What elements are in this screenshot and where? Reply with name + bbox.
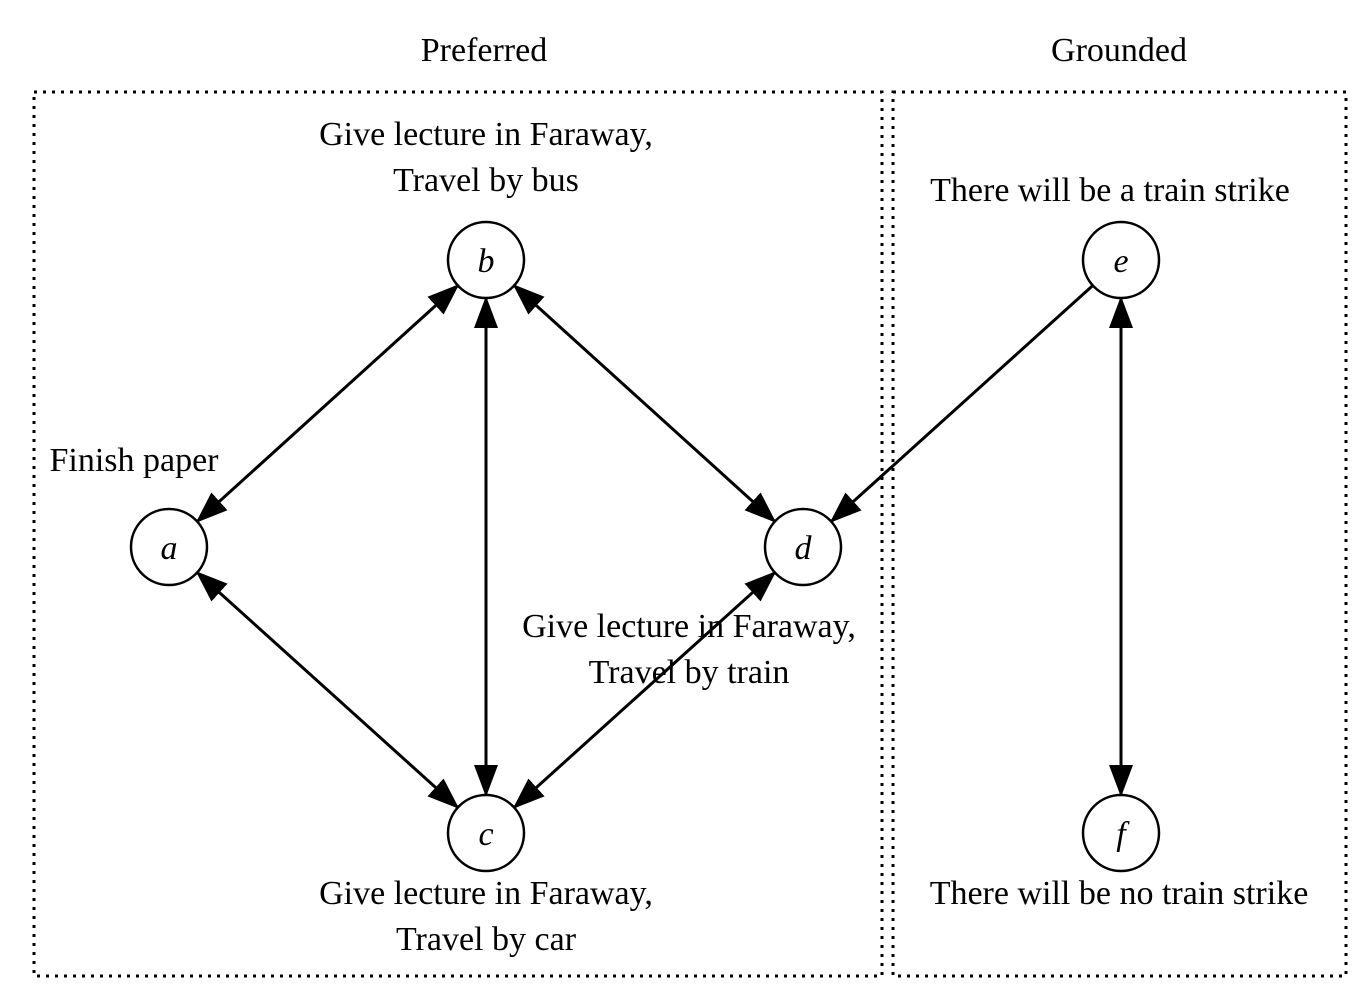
node-b-label-line2: Travel by bus [393, 162, 579, 199]
node-a[interactable]: a [129, 507, 209, 587]
edge-e-d [829, 284, 1094, 523]
node-d-label-line2: Travel by train [589, 654, 790, 691]
node-f[interactable]: f [1081, 793, 1161, 873]
preferred-box [32, 90, 884, 978]
edges [195, 284, 1133, 809]
node-c-label-line1: Give lecture in Faraway, [319, 875, 653, 912]
edge-a-b [195, 284, 460, 523]
preferred-title: Preferred [421, 32, 547, 69]
node-a-circle [129, 507, 209, 587]
grounded-title: Grounded [1051, 32, 1187, 69]
node-e-circle [1081, 220, 1161, 300]
node-e[interactable]: e [1081, 220, 1161, 300]
node-d-label-line1: Give lecture in Faraway, [522, 608, 856, 645]
edge-a-c [195, 571, 460, 809]
node-b-letter: b [478, 243, 495, 280]
node-d-letter: d [795, 530, 813, 567]
edge-b-d [512, 284, 777, 523]
node-f-label: There will be no train strike [930, 875, 1309, 912]
node-c-label-line2: Travel by car [396, 921, 577, 958]
grounded-box [891, 90, 1348, 978]
node-a-letter: a [161, 530, 178, 567]
node-d-circle [763, 507, 843, 587]
node-f-circle [1081, 793, 1161, 873]
node-e-letter: e [1113, 243, 1128, 280]
node-a-label: Finish paper [49, 442, 219, 479]
edge-c-d [512, 571, 777, 809]
node-b[interactable]: b [446, 220, 526, 300]
node-c-letter: c [478, 816, 493, 853]
node-c[interactable]: c [446, 793, 526, 873]
node-b-circle [446, 220, 526, 300]
node-b-label-line1: Give lecture in Faraway, [319, 116, 653, 153]
node-c-circle [446, 793, 526, 873]
node-d[interactable]: d [763, 507, 843, 587]
node-e-label: There will be a train strike [930, 172, 1290, 209]
